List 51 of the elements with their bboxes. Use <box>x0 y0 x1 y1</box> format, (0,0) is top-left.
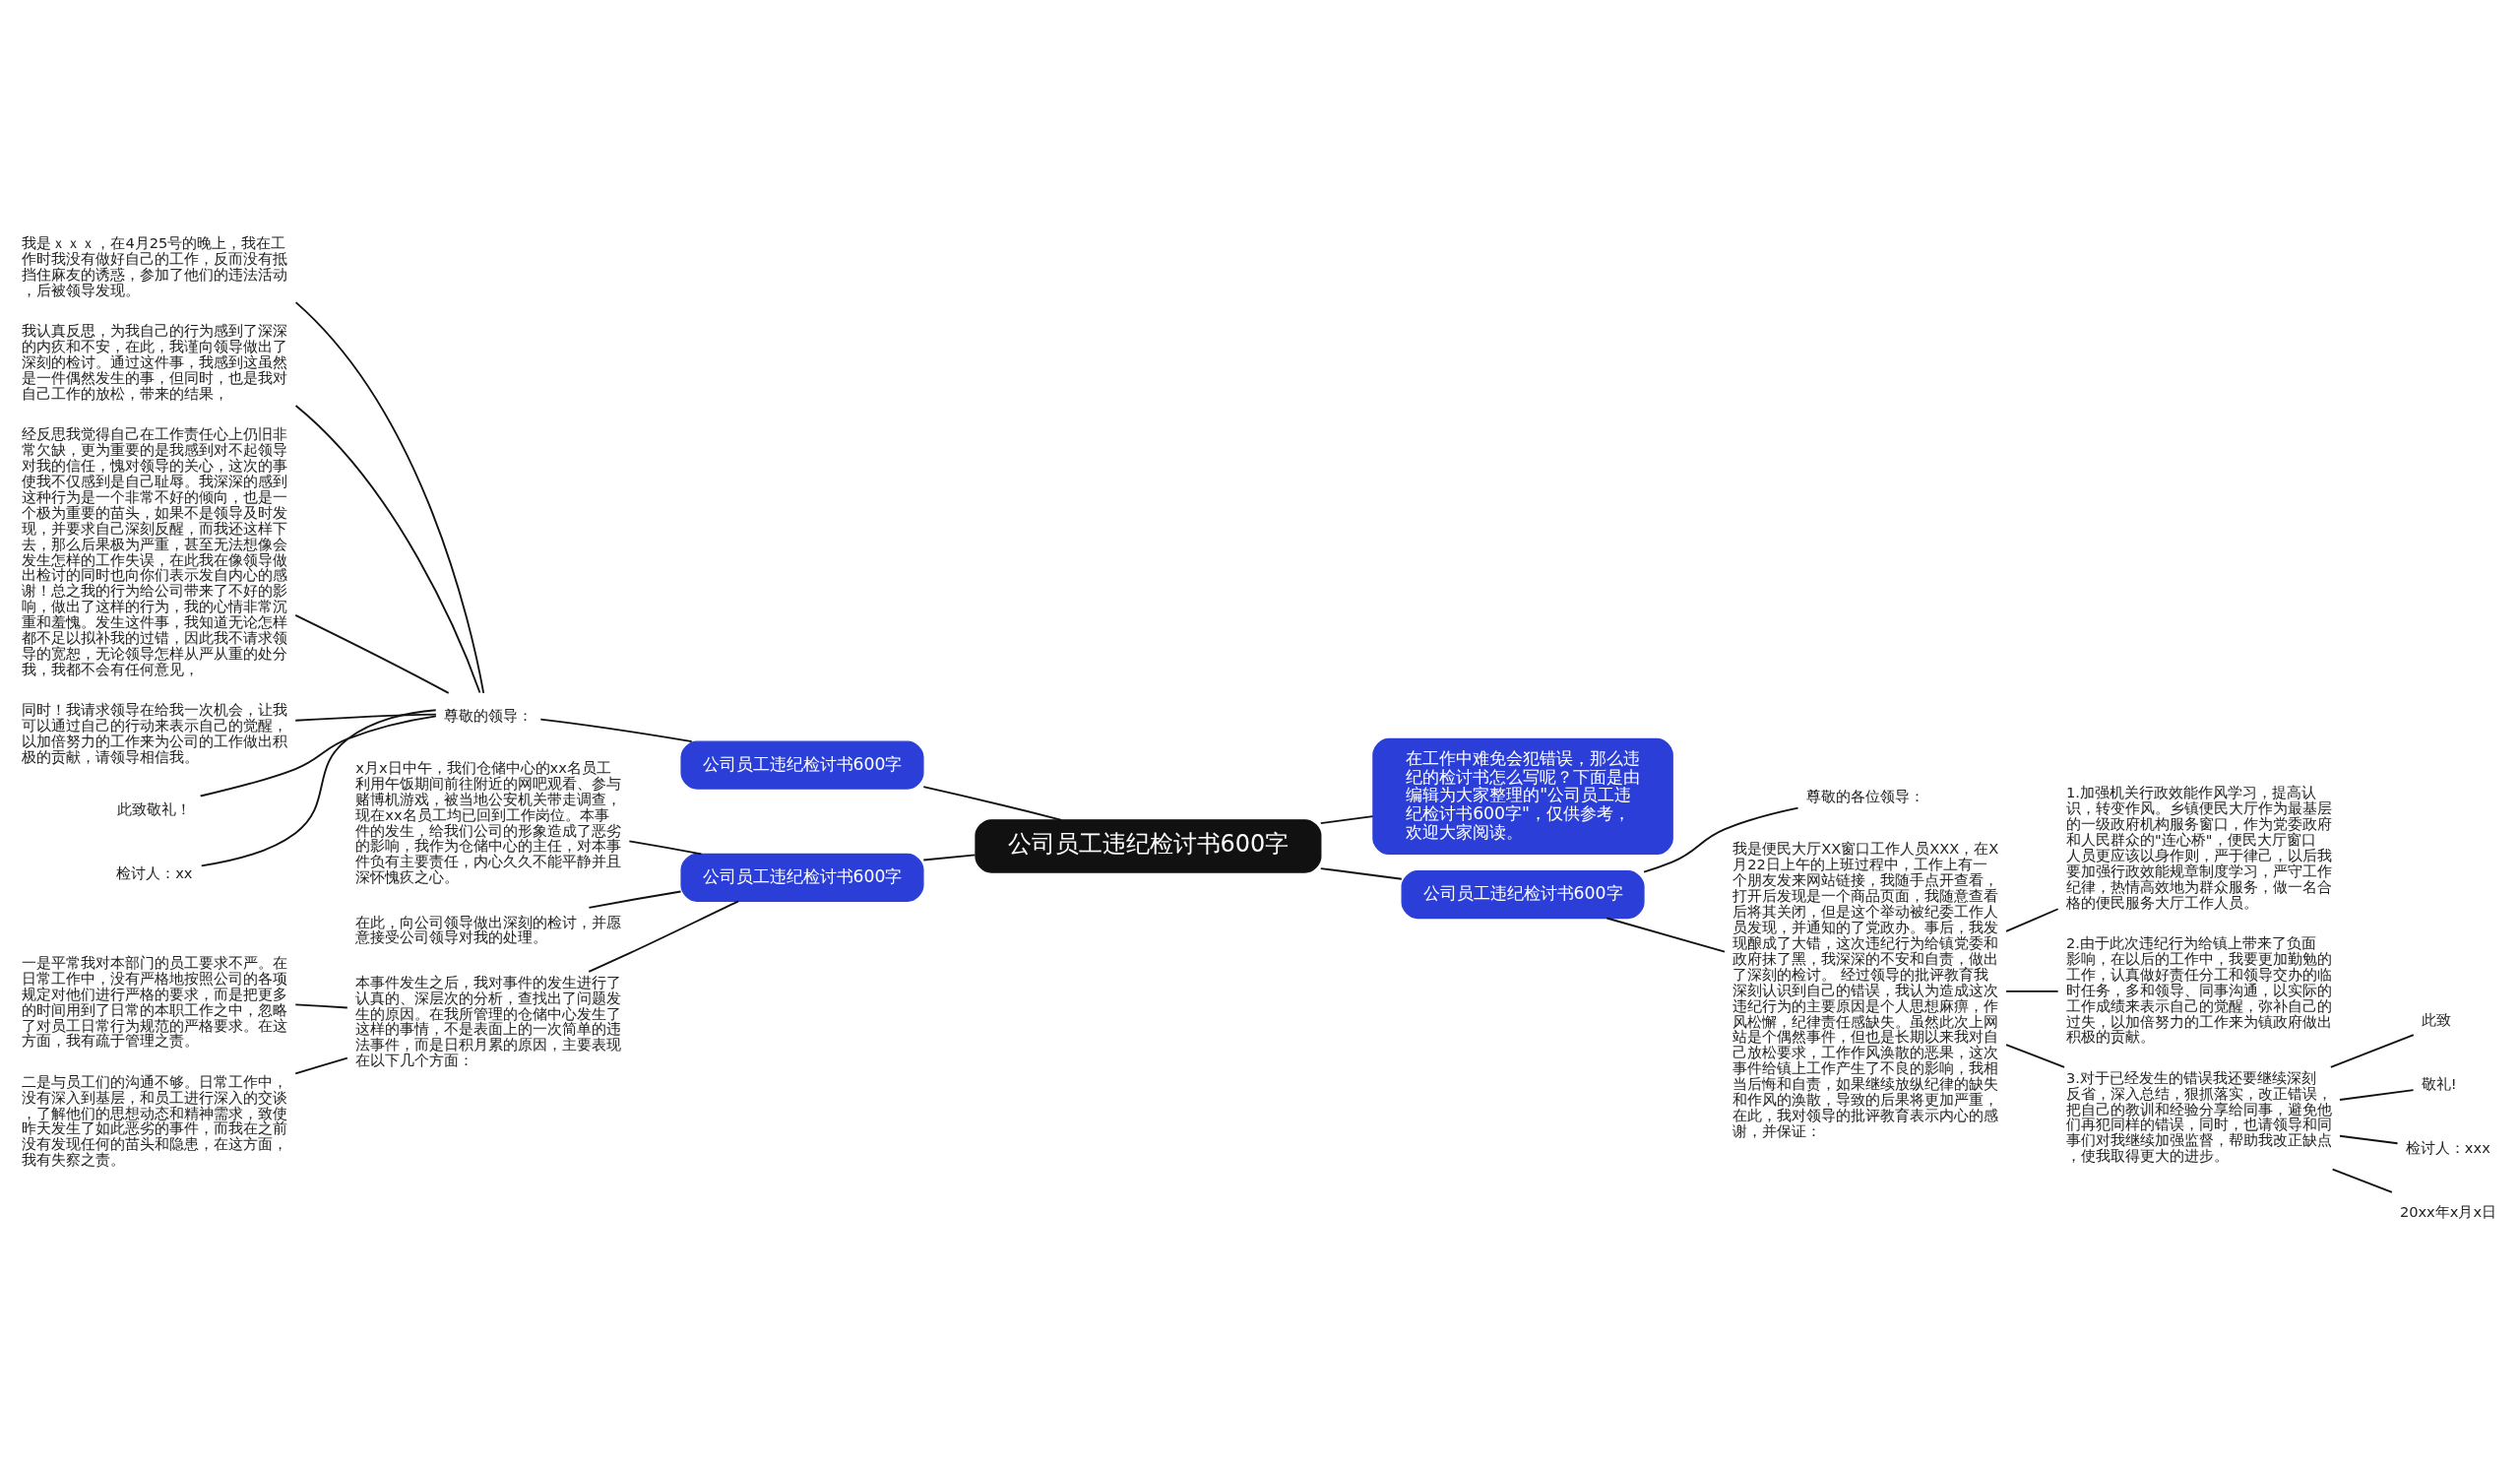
connector <box>588 899 740 973</box>
node-box: 公司员工违纪检讨书600字 <box>680 739 924 790</box>
node-box: 公司员工违纪检讨书600字 <box>975 818 1322 873</box>
node-text: 3.对于已经发生的错误我还要继续深刻反省，深入总结，狠抓落实，改正错误，把自己的教训和经验分享给同事，避免他们再犯同样的错误，同时，也请领导和同事们对我继续加强监督，帮助我改正缺点，使我取得更大的进步。 <box>2066 1068 2333 1164</box>
node-box: 在工作中难免会犯错误，那么违纪的检讨书怎么写呢？下面是由编辑为大家整理的"公司员工违纪检讨书600字"，仅供参考，欢迎大家阅读。 <box>1372 737 1673 855</box>
connector <box>294 1056 348 1074</box>
node-text: 我认真反思，为我自己的行为感到了深深的内疚和不安，在此，我谨向领导做出了深刻的检讨。通过这件事，我感到这虽然是一件偶然发生的事，但同时，也是我对自己工作的放松，带来的结果， <box>22 321 288 402</box>
connector <box>2339 1134 2399 1144</box>
node-text: 我是便民大厅XX窗口工作人员XXX，在X月22日上午的上班过程中，工作上有一个朋友发来网站链接，我随手点开查看，打开后发现是一个商品页面，我随意查看后将其关闭，但是这个举动被纪委工作人员发现，并通知的了党政办。事后，我发现酿成了大错，这次违纪行为给镇党委和政府抹了黑，我深深的不安和自责，做出了深刻的检讨。 经过领导的批评教育我深刻认识到自己的错误，我认为造成这次违纪行为的主要原因是个人思想麻痹，作风松懈，纪律责任感缺失。虽然此次上网站是个偶然事件，但也是长期以来我对自己放松要求，工作作风涣散的恶果，这次事件给镇上工作产生了不良的影响，我相当后悔和自责，如果继续放纵纪律的缺失和作风的涣散，导致的后果将更加严重，在此，我对领导的批评教育表示内心的感谢，并保证： <box>1732 839 1999 1139</box>
node-text: 1.加强机关行政效能作风学习，提高认识，转变作风。乡镇便民大厅作为最基层的一级政府机构服务窗口，作为党委政府和人民群众的"连心桥"，便民大厅窗口人员更应该以身作则，严于律己，以后我要加强行政效能规章制度学习，严守工作纪律，热情高效地为群众服务，做一名合格的便民服务大厅工作人员。 <box>2066 783 2333 911</box>
node-box: 公司员工违纪检讨书600字 <box>1401 869 1645 919</box>
node-text: 我是ｘｘｘ，在4月25号的晚上，我在工作时我没有做好自己的工作，反而没有抵挡住麻友的诱惑，参加了他们的违法活动，后被领导发现。 <box>22 233 288 298</box>
connector <box>199 715 437 797</box>
node-text: 此致 <box>2421 1010 2451 1028</box>
node-text: 此致敬礼！ <box>117 799 192 817</box>
connector <box>294 713 437 722</box>
node-box: 公司员工违纪检讨书600字 <box>680 853 924 902</box>
connector <box>628 839 703 855</box>
node-text: 经反思我觉得自己在工作责任心上仍旧非常欠缺，更为重要的是我感到对不起领导对我的信任，愧对领导的关心，这次的事使我不仅感到是自己耻辱。我深深的感到这种行为是一个非常不好的倾向，也是一个极为重要的苗头，如果不是领导及时发现，并要求自己深刻反醒，而我还这样下去，那么后果极为严重，甚至无法想像会发生怎样的工作失误，在此我在像领导做出检讨的同时也向你们表示发自内心的感谢！总之我的行为给公司带来了不好的影响，做出了这样的行为，我的心情非常沉重和羞愧。发生这件事，我知道无论怎样都不足以拟补我的过错，因此我不请求领导的宽恕，无论领导怎样从严从重的处分我，我都不会有任何意见， <box>22 424 288 677</box>
connector <box>588 890 682 909</box>
connector <box>1319 814 1374 824</box>
node-text: x月x日中午，我们仓储中心的xx名员工利用午饭期间前往附近的网吧观看、参与赌博机游戏，被当地公安机关带走调查，现在xx名员工均已回到工作岗位。本事件的发生，给我们公司的形象造成了恶劣的影响，我作为仓储中心的主任，对本事件负有主要责任，内心久久不能平静并且深怀愧疚之心。 <box>355 758 622 885</box>
node-text: 检讨人：xxx <box>2405 1138 2490 1156</box>
node-text: 尊敬的领导： <box>443 706 533 724</box>
connector <box>2329 1033 2415 1068</box>
connector <box>922 785 1063 821</box>
node-text: 2.由于此次违纪行为给镇上带来了负面影响，在以后的工作中，我要更加勤勉的工作，认真做好责任分工和领导交办的临时任务，多和领导、同事沟通，以实际的工作成绩来表示自己的觉醒，弥补自己的过失，以加倍努力的工作来为镇政府做出积极的贡献。 <box>2066 933 2333 1045</box>
connector <box>200 708 437 866</box>
node-text: 检讨人：xx <box>116 863 193 881</box>
connector <box>2339 1088 2415 1101</box>
node-text: 尊敬的各位领导： <box>1805 787 1924 804</box>
connector <box>539 718 693 742</box>
node-text: 敬礼! <box>2421 1074 2457 1092</box>
connector <box>294 1002 348 1008</box>
connector <box>1319 866 1403 880</box>
node-text: 20xx年x月x日 <box>2399 1202 2497 1220</box>
connector <box>2331 1168 2393 1193</box>
node-text: 一是平常我对本部门的员工要求不严。在日常工作中，没有严格地按照公司的各项规定对他们进行严格的要求，而是把更多的时间用到了日常的本职工作之中，忽略了对员工日常行为规范的严格要求。在这方面，我有疏于管理之责。 <box>22 953 288 1049</box>
connector <box>294 300 485 694</box>
connector <box>2005 1043 2066 1068</box>
connector <box>1606 917 1726 952</box>
connector <box>294 404 481 693</box>
connector <box>2005 990 2059 992</box>
node-text: 在此，向公司领导做出深刻的检讨，并愿意接受公司领导对我的处理。 <box>355 913 622 945</box>
connector <box>922 854 976 861</box>
node-text: 二是与员工们的沟通不够。日常工作中，没有深入到基层，和员工进行深入的交谈，了解他们的思想动态和精神需求，致使昨天发生了如此恶劣的事件，而我在之前没有发现任何的苗头和隐患，在这方面，我有失察之责。 <box>22 1072 288 1168</box>
connector <box>1643 806 1799 873</box>
node-text: 本事件发生之后，我对事件的发生进行了认真的、深层次的分析，查找出了问题发生的原因。在我所管理的仓储中心发生了这样的事情，不是表面上的一次简单的违法事件，而是日积月累的原因，主要表现在以下几个方面： <box>355 973 622 1068</box>
connector <box>294 613 450 694</box>
connector <box>2005 907 2059 932</box>
node-text: 同时！我请求领导在给我一次机会，让我可以通过自己的行动来表示自己的觉醒，以加倍努力的工作来为公司的工作做出积极的贡献，请领导相信我。 <box>22 700 288 765</box>
